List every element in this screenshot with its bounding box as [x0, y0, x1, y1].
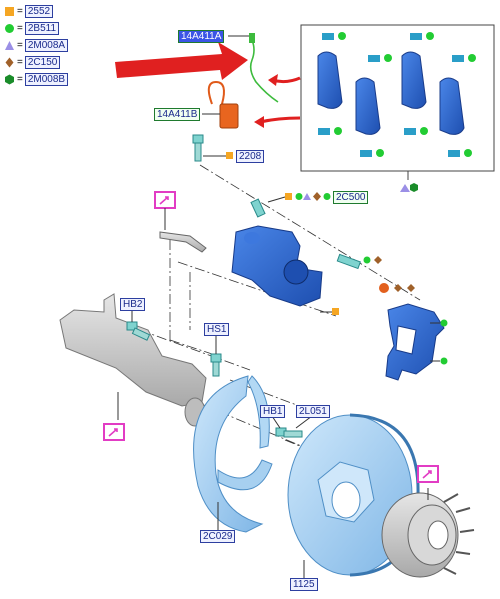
legend-row-2b511: = 2B511: [4, 21, 60, 35]
steering-knuckle[interactable]: [59, 293, 207, 427]
triangle-icon: [4, 40, 15, 51]
legend-code[interactable]: 2M008B: [24, 72, 69, 86]
square-icon: [285, 193, 292, 200]
callout-hs1[interactable]: HS1: [204, 323, 230, 336]
legend-row-2m008b: = 2M008B: [4, 72, 69, 86]
view-pointer-icon[interactable]: [154, 191, 176, 209]
legend-code[interactable]: 2B511: [24, 21, 60, 35]
circle-icon: [4, 23, 15, 34]
callout-14a411a[interactable]: 14A411A: [178, 30, 225, 43]
legend-code[interactable]: 2C150: [24, 55, 61, 69]
triangle-icon: [400, 184, 410, 192]
diamond-icon: [394, 284, 402, 292]
legend-row-2c150: = 2C150: [4, 55, 61, 69]
circle-icon: [323, 193, 331, 200]
view-pointer-icon[interactable]: [103, 423, 125, 441]
caliper-bracket[interactable]: [385, 303, 445, 381]
bleed-bolt[interactable]: [192, 134, 204, 162]
callout-2208[interactable]: 2208: [236, 150, 265, 163]
view-pointer-icon[interactable]: [417, 465, 439, 483]
legend-row-2552: = 2552: [4, 4, 54, 18]
square-icon: [332, 308, 339, 315]
brake-pad[interactable]: [317, 51, 343, 109]
bleed-cap: [379, 283, 389, 293]
diamond-icon: [4, 57, 15, 68]
wheel-hub[interactable]: [381, 492, 475, 578]
circle-icon: [295, 193, 303, 200]
callout-1125[interactable]: 1125: [290, 578, 318, 591]
hexagon-icon: [410, 183, 418, 192]
brake-pad-kit-box[interactable]: [300, 24, 495, 192]
wear-sensor-clip[interactable]: [207, 80, 239, 129]
callout-14a411b[interactable]: 14A411B: [154, 108, 201, 121]
guide-pin[interactable]: [336, 253, 362, 270]
wear-sensor-wire[interactable]: [249, 33, 279, 103]
dust-shield[interactable]: [193, 375, 273, 533]
circle-icon: [440, 319, 448, 327]
callout-2l051[interactable]: 2L051: [296, 405, 330, 418]
brake-pad[interactable]: [401, 51, 427, 109]
callout-hb1[interactable]: HB1: [260, 405, 286, 418]
curved-arrow-icon: [259, 116, 301, 124]
callout-2c500[interactable]: 2C500: [333, 191, 369, 204]
brake-rotor[interactable]: [287, 413, 420, 577]
hose-bracket[interactable]: [159, 231, 207, 253]
caliper-bolt[interactable]: [250, 198, 266, 218]
hexagon-icon: [4, 74, 15, 85]
triangle-icon: [303, 193, 311, 200]
legend-code[interactable]: 2552: [24, 4, 54, 18]
diamond-icon: [313, 192, 321, 201]
pad-clip: [318, 33, 464, 157]
square-icon: [4, 6, 15, 17]
circle-icon: [334, 32, 476, 157]
brake-caliper[interactable]: [231, 225, 323, 307]
diamond-icon: [374, 256, 382, 264]
caliper-bolt[interactable]: [275, 427, 303, 438]
callout-2c029[interactable]: 2C029: [200, 530, 236, 543]
square-icon: [226, 152, 233, 159]
circle-icon: [440, 357, 448, 365]
legend-code[interactable]: 2M008A: [24, 38, 69, 52]
red-arrow-icon: [115, 42, 248, 80]
brake-pad[interactable]: [439, 77, 465, 135]
brake-pad[interactable]: [355, 77, 381, 135]
callout-hb2[interactable]: HB2: [120, 298, 146, 311]
shield-bolt[interactable]: [210, 353, 222, 377]
circle-icon: [363, 256, 371, 264]
diamond-icon: [407, 284, 415, 292]
legend-row-2m008a: = 2M008A: [4, 38, 69, 52]
